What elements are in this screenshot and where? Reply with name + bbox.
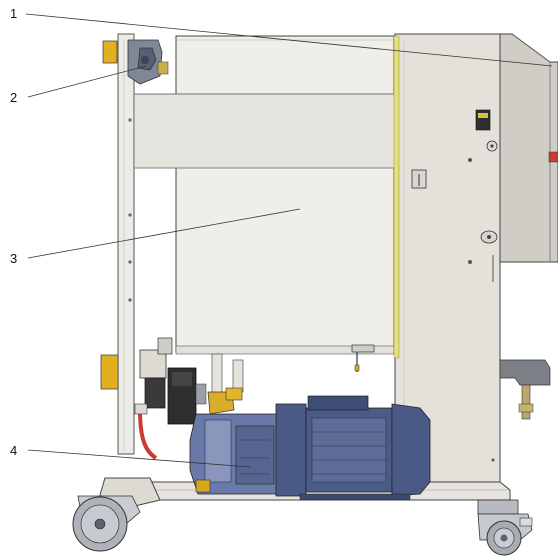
caster-right: [477, 499, 533, 556]
callout-2: 2: [10, 90, 17, 105]
leader-4: [27, 449, 251, 468]
pump-motor: [189, 395, 431, 501]
caster-left: [72, 495, 141, 552]
valve-top: [102, 39, 169, 85]
leader-1: [25, 13, 553, 67]
callouts: 1 2 3 4: [10, 6, 17, 458]
solenoid-valve-assembly: [100, 337, 244, 460]
callout-1: 1: [10, 6, 17, 21]
leader-3: [27, 208, 301, 259]
callout-3: 3: [10, 251, 17, 266]
tank: [133, 35, 397, 372]
leader-2: [27, 65, 147, 98]
callout-4: 4: [10, 443, 17, 458]
electrical-cabinet: [393, 33, 558, 483]
leader-lines: [25, 13, 553, 468]
